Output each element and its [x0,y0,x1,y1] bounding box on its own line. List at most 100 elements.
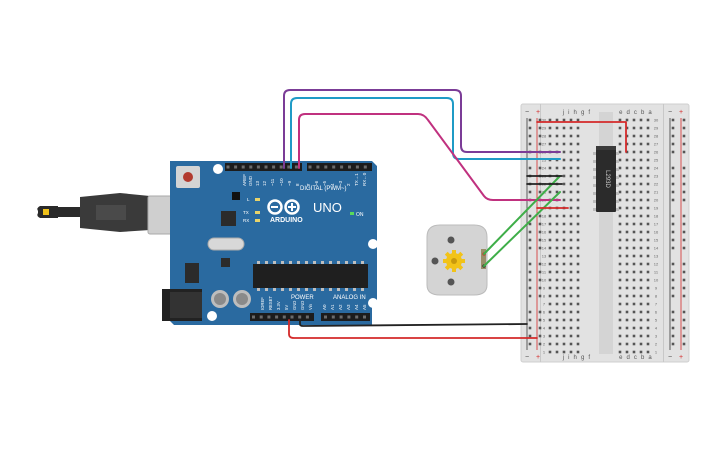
breadboard-hole[interactable] [646,158,650,162]
rail-hole[interactable] [682,270,686,274]
breadboard-hole[interactable] [569,158,573,162]
rail-hole[interactable] [682,230,686,234]
rail-hole[interactable] [671,190,675,194]
rail-hole[interactable] [528,270,532,274]
breadboard-hole[interactable] [646,326,650,330]
rail-hole[interactable] [528,342,532,346]
breadboard-hole[interactable] [618,118,622,122]
breadboard-hole[interactable] [562,126,566,130]
breadboard-hole[interactable] [569,198,573,202]
rail-hole[interactable] [538,318,542,322]
breadboard-hole[interactable] [562,150,566,154]
breadboard-hole[interactable] [618,302,622,306]
breadboard-hole[interactable] [555,278,559,282]
breadboard-hole[interactable] [646,166,650,170]
breadboard-hole[interactable] [576,246,580,250]
breadboard-hole[interactable] [555,302,559,306]
breadboard-hole[interactable] [562,318,566,322]
rail-hole[interactable] [682,238,686,242]
rail-hole[interactable] [671,214,675,218]
breadboard-hole[interactable] [548,326,552,330]
breadboard-hole[interactable] [639,118,643,122]
breadboard-hole[interactable] [548,286,552,290]
breadboard-hole[interactable] [632,246,636,250]
breadboard-hole[interactable] [646,310,650,314]
breadboard-hole[interactable] [618,342,622,346]
rail-hole[interactable] [528,134,532,138]
breadboard-hole[interactable] [632,150,636,154]
rail-hole[interactable] [671,318,675,322]
breadboard-hole[interactable] [576,166,580,170]
breadboard-hole[interactable] [632,166,636,170]
breadboard-hole[interactable] [555,214,559,218]
breadboard-hole[interactable] [569,134,573,138]
rail-hole[interactable] [671,126,675,130]
breadboard-hole[interactable] [632,174,636,178]
breadboard-hole[interactable] [576,174,580,178]
breadboard-hole[interactable] [618,286,622,290]
rail-hole[interactable] [682,326,686,330]
breadboard-hole[interactable] [555,246,559,250]
breadboard-hole[interactable] [639,334,643,338]
breadboard-hole[interactable] [548,294,552,298]
breadboard-hole[interactable] [569,174,573,178]
breadboard-hole[interactable] [646,262,650,266]
rail-hole[interactable] [671,166,675,170]
breadboard-hole[interactable] [632,294,636,298]
breadboard-hole[interactable] [639,206,643,210]
breadboard-hole[interactable] [618,350,622,354]
breadboard-hole[interactable] [562,294,566,298]
rail-hole[interactable] [528,230,532,234]
rail-hole[interactable] [671,294,675,298]
rail-hole[interactable] [538,246,542,250]
breadboard-hole[interactable] [646,334,650,338]
breadboard-hole[interactable] [548,302,552,306]
breadboard-hole[interactable] [555,310,559,314]
rail-hole[interactable] [671,222,675,226]
rail-hole[interactable] [671,230,675,234]
breadboard-hole[interactable] [618,158,622,162]
breadboard-hole[interactable] [569,278,573,282]
breadboard-hole[interactable] [569,318,573,322]
breadboard-hole[interactable] [646,270,650,274]
breadboard-hole[interactable] [576,310,580,314]
rail-hole[interactable] [682,134,686,138]
breadboard-hole[interactable] [576,350,580,354]
rail-hole[interactable] [538,342,542,346]
breadboard-hole[interactable] [562,302,566,306]
breadboard-hole[interactable] [555,334,559,338]
breadboard-hole[interactable] [618,278,622,282]
breadboard-hole[interactable] [569,214,573,218]
breadboard-hole[interactable] [548,118,552,122]
breadboard-hole[interactable] [548,142,552,146]
breadboard-hole[interactable] [646,134,650,138]
rail-hole[interactable] [682,118,686,122]
breadboard-hole[interactable] [576,190,580,194]
rail-hole[interactable] [671,198,675,202]
breadboard-hole[interactable] [632,142,636,146]
breadboard-hole[interactable] [639,326,643,330]
breadboard-hole[interactable] [562,342,566,346]
rail-hole[interactable] [528,286,532,290]
breadboard-hole[interactable] [562,198,566,202]
breadboard-hole[interactable] [646,318,650,322]
rail-hole[interactable] [671,334,675,338]
breadboard-hole[interactable] [569,270,573,274]
breadboard-hole[interactable] [625,350,629,354]
breadboard-hole[interactable] [632,222,636,226]
rail-hole[interactable] [682,166,686,170]
breadboard-hole[interactable] [576,150,580,154]
breadboard-hole[interactable] [555,230,559,234]
rail-hole[interactable] [671,150,675,154]
breadboard-hole[interactable] [562,326,566,330]
rail-hole[interactable] [671,238,675,242]
breadboard-hole[interactable] [632,286,636,290]
breadboard-hole[interactable] [562,190,566,194]
rail-hole[interactable] [538,310,542,314]
breadboard-hole[interactable] [569,150,573,154]
breadboard-hole[interactable] [618,270,622,274]
rail-hole[interactable] [671,174,675,178]
breadboard-hole[interactable] [625,182,629,186]
breadboard-hole[interactable] [562,134,566,138]
